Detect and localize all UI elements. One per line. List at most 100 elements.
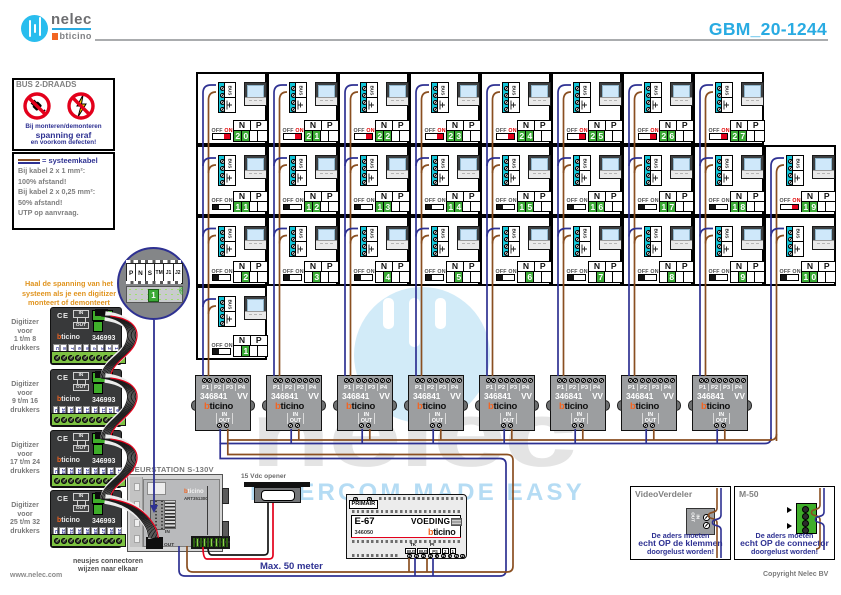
bus-label-text: BUS <box>440 85 446 96</box>
port-label: P1 <box>698 384 707 391</box>
screw-icon <box>361 250 367 256</box>
monitor-button-mark <box>319 243 323 245</box>
n-column-label: N <box>305 121 322 131</box>
terminal-screws <box>573 83 580 113</box>
connector-key-icon <box>651 171 661 185</box>
screw-icon <box>219 377 225 383</box>
screw-icon <box>224 422 230 428</box>
address-digit: 2 <box>242 272 251 283</box>
address-digit: 1 <box>802 201 811 212</box>
on-label: ON <box>508 198 517 205</box>
distributor-brand: bticino <box>630 401 659 412</box>
address-table-cells: 1 <box>234 346 266 357</box>
switch-knob <box>294 134 301 139</box>
address-cell <box>329 131 337 141</box>
bus-label: BUS <box>721 227 732 242</box>
bus-label: BUS <box>366 227 377 242</box>
port-label: P4 <box>661 383 673 391</box>
off-label: OFF <box>637 198 649 205</box>
off-label: OFF <box>566 268 578 275</box>
psu-vents <box>352 539 462 543</box>
address-cell <box>250 272 259 283</box>
p-column-label: P <box>752 120 759 131</box>
cable-spec-line: UTP op aanvraag. <box>18 208 79 218</box>
switch-knob <box>365 134 372 139</box>
termination-switch <box>779 274 799 281</box>
terminal-label-column: BUS <box>791 156 803 185</box>
address-digit: 2 <box>234 131 243 142</box>
n-column-label: N <box>447 121 464 131</box>
screw-icon <box>54 537 61 544</box>
screw-icon <box>593 377 599 383</box>
screw-icon <box>500 422 506 428</box>
address-cell <box>684 202 692 212</box>
screw-icon <box>722 377 729 383</box>
screw-icon <box>740 377 747 383</box>
door-station-brand: bticino <box>184 489 204 495</box>
terminal-label-column: BUS <box>720 226 732 256</box>
distributor-code-text: 346841 <box>342 392 370 401</box>
terminal-label-column: BUS <box>791 226 803 256</box>
terminal-screws <box>218 156 225 186</box>
monitor-button-mark <box>466 172 470 174</box>
monitor-button-mark <box>253 313 257 315</box>
n-column-label: N <box>731 191 748 201</box>
terminal-screws <box>289 226 296 256</box>
screw-icon <box>503 100 509 106</box>
brand-rest: ticino <box>61 457 80 464</box>
screw-icon <box>361 236 367 242</box>
n-column-label: N <box>376 262 393 272</box>
screw-icon <box>373 377 379 383</box>
screw-icon <box>290 250 296 256</box>
address-digit: 2 <box>447 131 456 142</box>
off-on-label: OFF ON <box>496 128 517 134</box>
p-column-label: P <box>326 190 333 201</box>
screw-icon <box>102 354 109 361</box>
connector-key-icon <box>438 242 448 256</box>
terminal-screws <box>502 156 509 186</box>
digitizer-label-line: drukkers <box>10 406 40 414</box>
address-cell <box>589 272 598 283</box>
address-cell <box>447 272 456 283</box>
digitizer-brand: bticino <box>57 334 80 341</box>
address-digit: 5 <box>455 272 464 283</box>
switch-knob <box>709 204 716 210</box>
mounting-ear <box>617 400 622 411</box>
door-station-speaker <box>147 482 166 495</box>
address-digit: 0 <box>810 272 819 283</box>
screw-icon <box>598 377 605 383</box>
detail-terminal: J1 <box>163 264 172 283</box>
screw-icon <box>219 107 225 113</box>
port-label: P3 <box>436 383 448 391</box>
switch-knob <box>496 275 503 280</box>
screw-icon <box>68 416 75 423</box>
port-label: P1 <box>343 384 352 391</box>
digitizer-brand: bticino <box>57 457 80 464</box>
screw-icon <box>432 166 438 172</box>
screw-icon <box>716 107 722 113</box>
screw-icon <box>432 250 438 256</box>
n-column-label: N <box>660 121 677 131</box>
termination-switch <box>282 203 302 211</box>
monitor-button-mark <box>603 243 607 245</box>
